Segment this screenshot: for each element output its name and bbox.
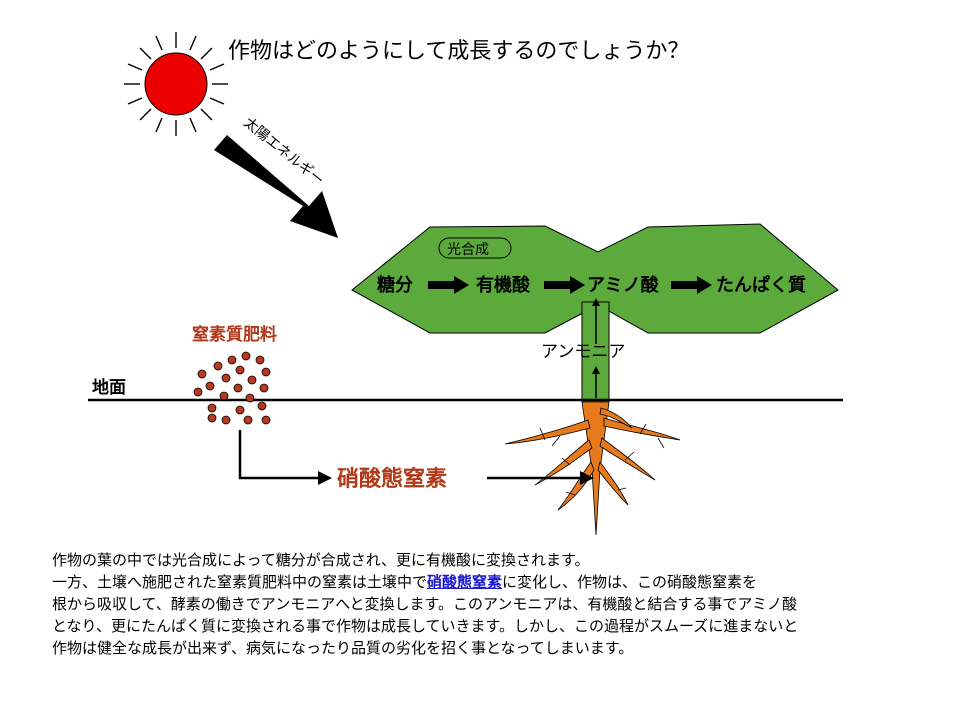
flow-arrow-2	[544, 276, 585, 294]
flow-amino-acid: アミノ酸	[587, 274, 660, 296]
description-line-2-before: 一方、土壌へ施肥された窒素質肥料中の窒素は土壌中で	[52, 573, 428, 591]
description-text: 作物の葉の中では光合成によって糖分が合成され、更に有機酸に変換されます。 一方、…	[52, 549, 932, 659]
sun-icon	[124, 32, 228, 136]
fertilizer-to-nitrate-line	[238, 430, 318, 480]
description-line-4: となり、更にたんぱく質に変換される事で作物は成長していきます。しかし、この過程が…	[52, 617, 799, 635]
ammonia-label: アンモニア	[541, 342, 625, 362]
page-title: 作物はどのようにして成長するのでしょうか？	[228, 39, 689, 64]
description-line-2: 一方、土壌へ施肥された窒素質肥料中の窒素は土壌中で硝酸態窒素に変化し、作物は、こ…	[52, 571, 932, 593]
nitrate-link[interactable]: 硝酸態窒素	[427, 573, 503, 591]
photosynthesis-badge	[438, 237, 512, 259]
sun-energy-arrow	[214, 135, 338, 238]
ground-label: 地面	[92, 377, 126, 398]
roots	[504, 401, 681, 536]
description-line-5: 作物は健全な成長が出来ず、病気になったり品質の劣化を招く事となってしまいます。	[52, 639, 634, 657]
flow-arrow-1	[428, 276, 469, 294]
flow-arrow-3	[671, 276, 712, 294]
flow-sugar: 糖分	[377, 274, 413, 296]
sun-energy-label: 太陽エネルギー	[240, 115, 326, 189]
description-line-2-after: に変化し、作物は、この硝酸態窒素を	[502, 573, 758, 591]
description-line-3: 根から吸収して、酵素の働きでアンモニアへと変換します。このアンモニアは、有機酸と…	[52, 595, 798, 613]
fertilizer-to-nitrate-arrowhead	[318, 471, 332, 485]
flow-protein: たんぱく質	[716, 274, 806, 296]
nitrate-label: 硝酸態窒素	[337, 466, 447, 492]
root-hairs	[539, 423, 665, 496]
fertilizer-pellets	[193, 351, 271, 425]
description-line-1: 作物の葉の中では光合成によって糖分が合成され、更に有機酸に変換されます。	[52, 551, 590, 569]
leaf-shape	[351, 223, 839, 334]
nitrate-to-root-arrowhead	[580, 471, 594, 485]
photosynthesis-label: 光合成	[447, 242, 489, 258]
flow-organic-acid: 有機酸	[476, 274, 531, 296]
fertilizer-label: 窒素質肥料	[192, 324, 277, 345]
